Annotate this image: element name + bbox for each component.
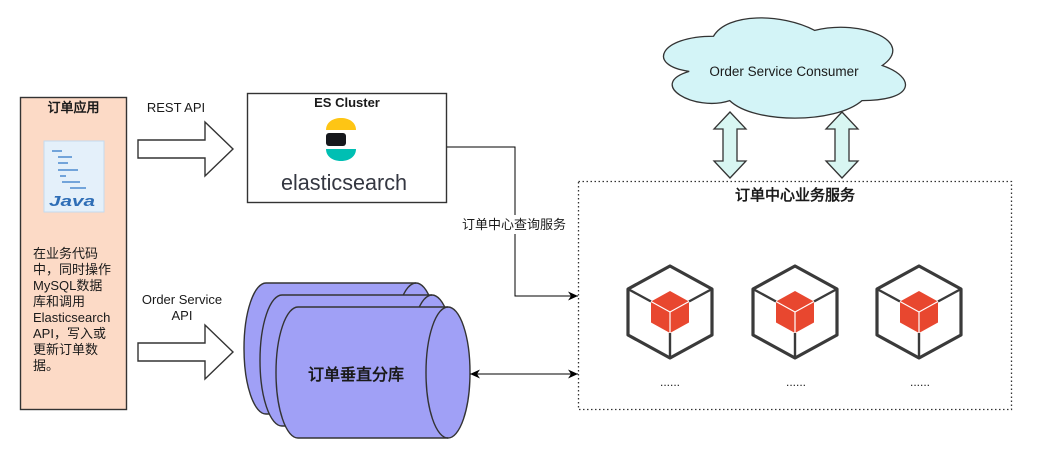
es-cluster-box: ES Cluster elasticsearch [246,92,448,204]
order-app-title: 订单应用 [47,100,99,115]
rest-api-arrow: REST API [137,100,235,178]
order-service-api-arrow-shape [137,323,235,381]
description-line: Elasticsearch [33,310,110,325]
business-services-title: 订单中心业务服务 [735,186,856,204]
consumer-cloud-label: Order Service Consumer [709,64,859,79]
cloud-shape [662,17,907,119]
elasticsearch-wordmark: elasticsearch [281,170,407,195]
elasticsearch-logo-icon [326,118,356,161]
database-cylinder-front [275,306,471,439]
java-icon-label: Java [49,193,95,210]
query-connector: 订单中心查询服务 [447,146,578,301]
cube-icon [751,264,839,360]
description-line: 更新订单数 [33,342,98,357]
cube-connector-lines [752,287,838,358]
es-cluster-title: ES Cluster [314,95,380,110]
description-line: 据。 [33,358,59,373]
cube-inner-edges [650,300,690,333]
sharded-database-label: 订单垂直分库 [308,365,404,384]
order-app-description: 在业务代码 中，同时操作 MySQL数据 库和调用 Elasticsearch … [33,246,111,373]
service-node: ...... [875,264,963,389]
description-line: 库和调用 [33,294,85,309]
service-node-caption: ...... [786,375,806,389]
cube-inner-edges [775,300,815,333]
cube-inner-edges [899,300,939,333]
query-connector-label: 订单中心查询服务 [462,217,566,232]
business-services-container: 订单中心业务服务 ...... ...... [577,180,1013,411]
rest-api-label: REST API [147,100,205,115]
description-line: 在业务代码 [33,246,98,261]
java-icon-code-lines [52,150,86,189]
elasticsearch-logo-bottom [326,149,356,161]
java-icon: Java [43,140,105,213]
elasticsearch-logo-middle [326,133,346,146]
consumer-cloud: Order Service Consumer [662,17,907,119]
sync-double-arrow-left [712,111,748,179]
order-service-api-arrow: Order Service API [137,292,235,381]
description-line: MySQL数据 [33,278,102,293]
order-service-api-label: API [172,308,193,323]
cube-icon [626,264,714,360]
sharded-database: 订单垂直分库 [243,282,471,439]
order-service-api-label: Order Service [142,292,222,307]
sync-double-arrow-right [824,111,860,179]
cube-connector-lines [627,287,713,358]
service-node: ...... [751,264,839,389]
order-app-box: 订单应用 Java 在业务代码 中，同时操作 MySQL数据 库和调用 Elas… [19,96,128,411]
service-node: ...... [626,264,714,389]
es-cluster-container [246,92,448,204]
query-label-background [458,215,570,234]
service-node-caption: ...... [910,375,930,389]
cube-connector-lines [876,287,962,358]
java-icon-document [43,140,105,213]
cylinder-end-curve [425,306,449,439]
description-line: 中，同时操作 [33,262,111,277]
cube-icon [875,264,963,360]
description-line: API，写入或 [33,326,106,341]
service-node-caption: ...... [660,375,680,389]
elasticsearch-logo-top [326,118,356,130]
rest-api-arrow-shape [137,120,235,178]
business-services-border [577,180,1013,411]
